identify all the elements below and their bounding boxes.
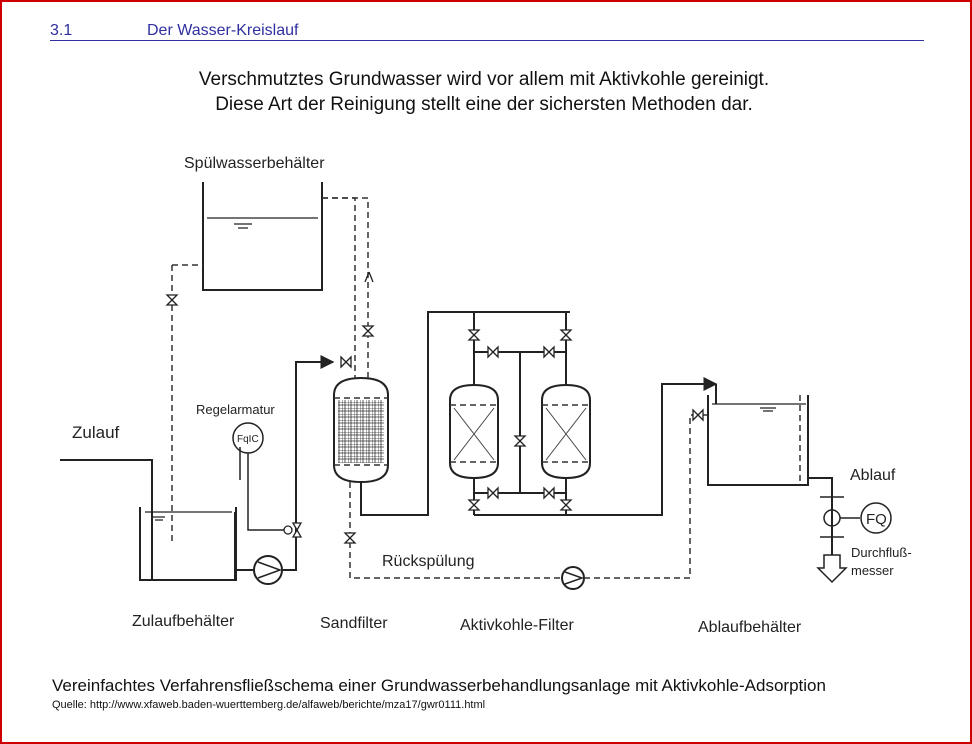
label-sandfilter: Sandfilter (320, 615, 388, 632)
sand-bed (338, 400, 384, 463)
section-header: 3.1 Der Wasser-Kreislauf (50, 22, 924, 41)
aktivkohle-filter-2 (541, 383, 591, 480)
spuel-to-sandfilter-dashed-2 (322, 197, 369, 378)
valve-rueckspuelung (343, 532, 357, 544)
carbon-bed-2 (545, 407, 587, 461)
label-fq: FQ (866, 511, 887, 528)
feed-pump (253, 555, 283, 585)
valve-ak1-top (467, 329, 481, 341)
label-ablaufbehaelter: Ablaufbehälter (698, 619, 802, 636)
label-fqic: FqIC (237, 434, 259, 445)
sandfilter-outlet-pipe (360, 311, 570, 516)
valve-sandfilter-in-1 (340, 355, 352, 369)
fq-instrument (860, 502, 892, 534)
label-zulauf: Zulauf (72, 423, 120, 442)
rueckspuelung-line-right (584, 414, 708, 579)
intro-line-1: Verschmutztes Grundwasser wird vor allem… (198, 69, 770, 90)
pump-to-sandfilter-pipe (283, 355, 335, 571)
valve-ak2-top (559, 329, 573, 341)
intro-text: Verschmutztes Grundwasser wird vor allem… (0, 67, 968, 117)
zulauf-pipe (60, 459, 236, 581)
rueckspuelung-line-left (349, 482, 562, 579)
figure-source: Quelle: http://www.xfaweb.baden-wuerttem… (52, 699, 486, 711)
valve-ak-cross-bottom-2 (543, 486, 555, 500)
valve-spuel-sandfilter (361, 325, 375, 337)
regelarmatur-line (239, 447, 284, 531)
carbon-bed-1 (453, 407, 495, 461)
valve-backwash-zulauf (165, 294, 179, 306)
section-number: 3.1 (50, 22, 73, 39)
valve-ak2-bottom (559, 499, 573, 511)
spuel-to-sandfilter-dashed (322, 197, 356, 378)
valve-ablauf-backwash (692, 408, 704, 422)
label-regelarmatur: Regelarmatur (196, 402, 275, 417)
label-ablauf: Ablauf (850, 467, 896, 484)
figure-caption: Vereinfachtes Verfahrensfließschema eine… (52, 676, 826, 695)
aktivkohle-bottom-piping (473, 478, 567, 516)
valve-ak-cross-top-2 (543, 345, 555, 359)
process-flow-diagram: Spülwasserbehälter Regelarmatur FqIC Zul… (60, 155, 912, 636)
to-ablaufbehaelter-pipe (566, 377, 718, 516)
aktivkohle-inner-dashed (450, 404, 590, 463)
fqic-instrument (232, 422, 264, 454)
ablauf-outlet-pipe (808, 477, 833, 555)
label-durchfluss-1: Durchfluß- (851, 545, 912, 560)
label-rueckspuelung: Rückspülung (382, 553, 475, 570)
valve-ak1-bottom (467, 499, 481, 511)
label-durchfluss-2: messer (851, 563, 894, 578)
zulaufbehaelter-tank (139, 507, 237, 581)
valve-ak-bypass (513, 435, 527, 447)
section-title: Der Wasser-Kreislauf (147, 22, 299, 39)
label-zulaufbehaelter: Zulaufbehälter (132, 613, 235, 630)
valve-ak-cross-top-1 (487, 345, 499, 359)
aktivkohle-filter-1 (449, 383, 499, 480)
label-aktivkohle-filter: Aktivkohle-Filter (460, 617, 574, 634)
ablauf-flanges (820, 496, 844, 538)
spuelwasserbehaelter-tank (202, 182, 323, 291)
label-spuelwasserbehaelter: Spülwasserbehälter (184, 155, 325, 172)
intro-line-2: Diese Art der Reinigung stellt eine der … (215, 94, 753, 115)
outflow-arrow (816, 554, 848, 584)
sandfilter-inner-dashed (334, 397, 388, 466)
ablaufbehaelter-tank (707, 395, 809, 486)
valve-feed (291, 522, 303, 538)
valve-ak-cross-bottom-1 (487, 486, 499, 500)
